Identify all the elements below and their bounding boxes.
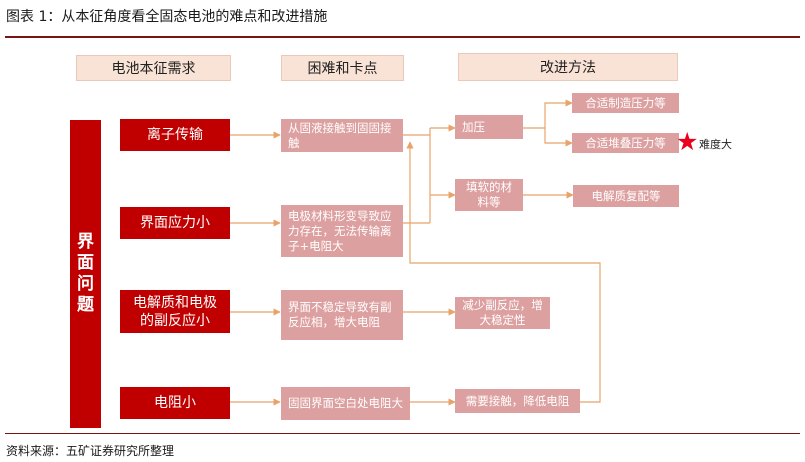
figure-title: 图表 1：从本征角度看全固态电池的难点和改进措施	[6, 9, 328, 25]
difficulty-high-label: 难度大	[699, 138, 732, 151]
improvement-pressure: 加压	[455, 115, 523, 139]
requirement-low-interface-stress: 界面应力小	[120, 207, 230, 239]
bottom-rule	[5, 433, 800, 434]
top-rule	[5, 36, 800, 38]
arrow-pressure-to-manufacturing	[544, 99, 573, 128]
header-difficulty: 困难和卡点	[281, 55, 404, 81]
arrow-pressure-to-stacking	[544, 128, 573, 147]
requirement-ion-transport: 离子传输	[120, 119, 230, 151]
difficulty-solid-liquid-contact: 从固液接触到固固接触	[281, 119, 403, 152]
header-improvement: 改进方法	[458, 53, 678, 81]
improvement-contact-lower-resistance: 需要接触，降低电阻	[455, 389, 580, 413]
difficulty-interface-instability: 界面不稳定导致有副反应相，增大电阻	[281, 290, 403, 340]
improvement-manufacturing-pressure: 合适制造压力等	[572, 93, 679, 113]
requirement-low-side-reaction: 电解质和电极 的副反应小	[120, 290, 230, 333]
improvement-stacking-pressure: 合适堆叠压力等	[572, 133, 679, 153]
difficulty-electrode-deformation: 电极材料形变导致应力存在，无法传输离子+电阻大	[281, 205, 403, 257]
improvement-soft-filler: 填软的材料等	[455, 179, 523, 211]
interface-problem-label: 界 面 问 题	[70, 120, 101, 428]
star-icon: ★	[676, 127, 699, 156]
arrow-contact-loop-back	[406, 141, 601, 403]
difficulty-interface-gaps: 固固界面空白处电阻大	[281, 387, 410, 420]
requirement-low-resistance: 电阻小	[120, 387, 230, 419]
improvement-electrolyte-matching: 电解质复配等	[573, 185, 679, 207]
figure-source: 资料来源：五矿证券研究所整理	[6, 444, 175, 458]
header-intrinsic: 电池本征需求	[76, 55, 231, 81]
improvement-reduce-side-reaction: 减少副反应，增大稳定性	[455, 297, 550, 329]
